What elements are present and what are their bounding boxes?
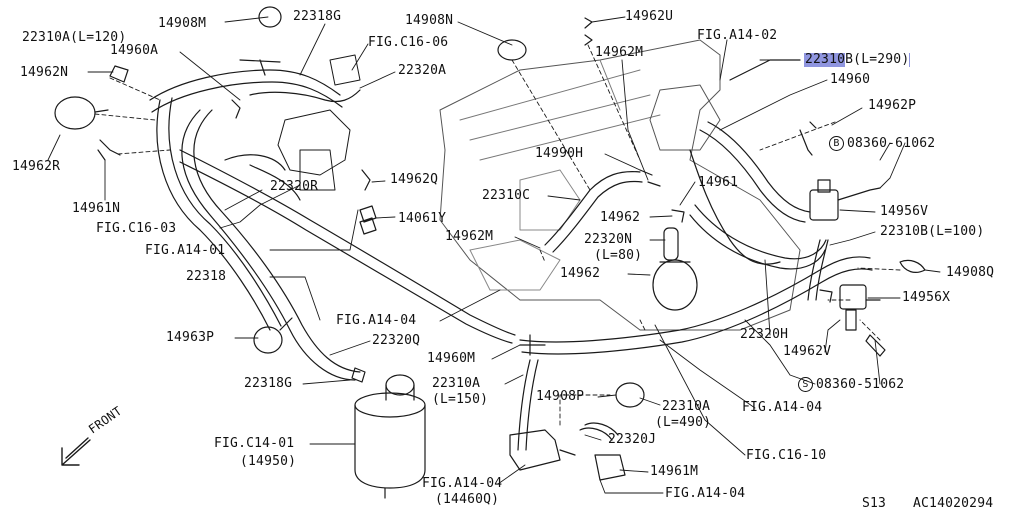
lower-bracket — [509, 422, 626, 481]
label-22320n: 22320N — [584, 232, 633, 247]
label-14960a: 14960A — [110, 43, 159, 58]
intake-housing — [277, 54, 361, 191]
label-14956v: 14956V — [880, 204, 929, 219]
hose-22310c — [544, 170, 643, 253]
label-14460q: (14460Q) — [435, 492, 500, 507]
label-14963p: 14963P — [166, 330, 215, 345]
label-14950: (14950) — [240, 454, 297, 469]
bolt-part-number: 08360-61062 — [847, 136, 936, 151]
leader-lines — [47, 16, 941, 494]
center-hoses — [517, 256, 873, 451]
label-fig-c16-06: FIG.C16-06 — [368, 35, 449, 50]
circled-b-icon: B — [829, 136, 844, 151]
highlighted-part-number: 22310 — [805, 52, 846, 67]
label-14956x: 14956X — [902, 290, 951, 305]
label-fig-a14-04-bottom-right: FIG.A14-04 — [665, 486, 746, 501]
label-14962r: 14962R — [12, 159, 61, 174]
label-fig-a14-01: FIG.A14-01 — [145, 243, 226, 258]
label-22320h: 22320H — [740, 327, 789, 342]
canister-14962 — [652, 227, 698, 311]
label-14961: 14961 — [698, 175, 739, 190]
label-14961n: 14961N — [72, 201, 121, 216]
label-fig-a14-04-mid: FIG.A14-04 — [336, 313, 417, 328]
label-22320q: 22320Q — [372, 333, 421, 348]
label-l150: (L=150) — [432, 392, 489, 407]
label-22318: 22318 — [186, 269, 227, 284]
label-22320r: 22320R — [270, 179, 319, 194]
label-22310a-l490: 22310A — [662, 399, 711, 414]
vsv-valves — [809, 179, 926, 357]
reservoir-tank — [354, 374, 426, 499]
label-14962n: 14962N — [20, 65, 69, 80]
label-22310a-l120: 22310A(L=120) — [22, 30, 127, 45]
right-hoses — [689, 59, 829, 301]
label-14908p: 14908P — [536, 389, 585, 404]
dashed-guides — [94, 44, 901, 426]
label-14908n: 14908N — [405, 13, 454, 28]
label-14990h: 14990H — [535, 146, 584, 161]
bolt-part-number: 08360-51062 — [816, 377, 905, 392]
label-fig-a14-04-right: FIG.A14-04 — [742, 400, 823, 415]
label-22318g-top: 22318G — [293, 9, 342, 24]
label-14962m-top: 14962M — [595, 45, 644, 60]
label-diagram-code: AC14020294 — [913, 496, 994, 510]
label-fig-c16-03: FIG.C16-03 — [96, 221, 177, 236]
label-fig-c14-01: FIG.C14-01 — [214, 436, 295, 451]
label-14908q: 14908Q — [946, 265, 995, 280]
label-14962m-mid: 14962M — [445, 229, 494, 244]
front-arrow-icon — [61, 437, 91, 466]
label-fig-c16-10: FIG.C16-10 — [746, 448, 827, 463]
label-14962-lower: 14962 — [560, 266, 601, 281]
label-14962-upper: 14962 — [600, 210, 641, 225]
label-22310b-l100: 22310B(L=100) — [880, 224, 985, 239]
long-hoses — [156, 97, 516, 381]
label-14962v: 14962V — [783, 344, 832, 359]
label-14962q: 14962Q — [390, 172, 439, 187]
label-l80: (L=80) — [594, 248, 643, 263]
engine-block — [439, 39, 801, 331]
label-14962u: 14962U — [625, 9, 674, 24]
label-l490: (L=490) — [655, 415, 712, 430]
label-22310a-l150: 22310A — [432, 376, 481, 391]
label-fig-a14-04-bottom: FIG.A14-04 — [422, 476, 503, 491]
label-14960: 14960 — [830, 72, 871, 87]
label-14908m: 14908M — [158, 16, 207, 31]
circled-s-icon: S — [798, 377, 813, 392]
label-14061y: 14061Y — [398, 211, 447, 226]
label-22320a: 22320A — [398, 63, 447, 78]
part-length: B(L=290) — [845, 52, 910, 67]
label-fig-a14-02: FIG.A14-02 — [697, 28, 778, 43]
label-22310b-l290-highlighted[interactable]: 22310B(L=290) — [804, 52, 911, 67]
label-14962p: 14962P — [868, 98, 917, 113]
label-22318g-bottom: 22318G — [244, 376, 293, 391]
label-14961m: 14961M — [650, 464, 699, 479]
label-22320j: 22320J — [608, 432, 657, 447]
label-22310c: 22310C — [482, 188, 531, 203]
upper-left-hoses — [149, 59, 361, 113]
label-14960m: 14960M — [427, 351, 476, 366]
label-s13: S13 — [862, 496, 887, 510]
